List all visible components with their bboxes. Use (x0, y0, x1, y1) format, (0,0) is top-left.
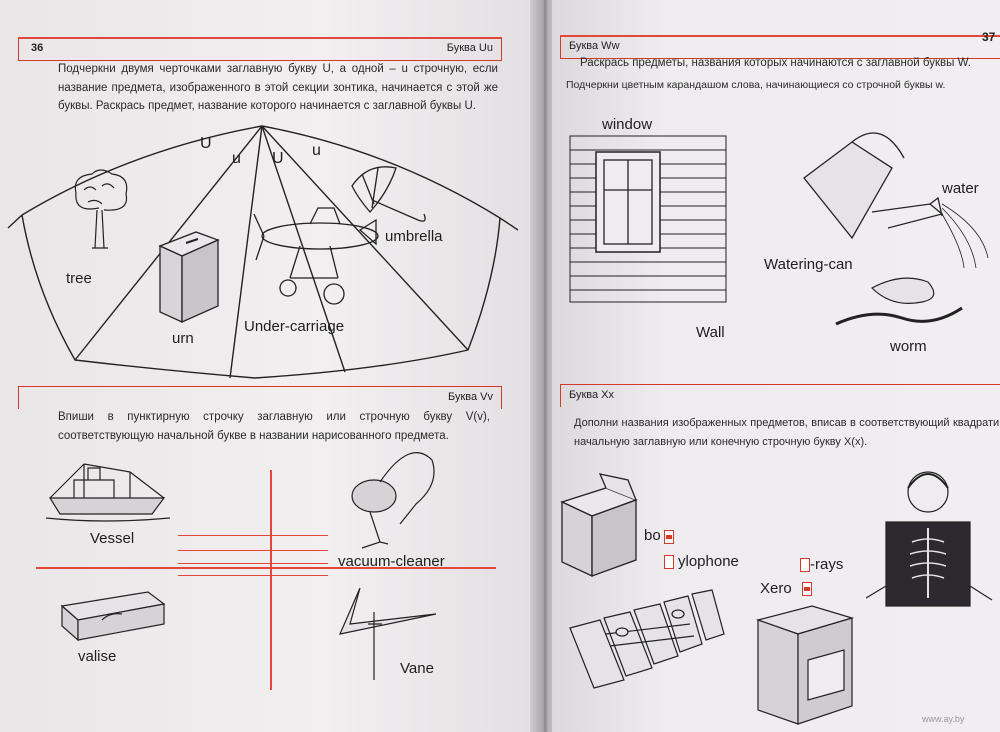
instruction-uu: Подчеркни двумя черточками заглавную бук… (58, 63, 498, 112)
instruction-xx: Дополни названия изображенных предметов,… (574, 417, 1000, 448)
valise-icon (60, 591, 166, 642)
worm-icon (835, 277, 963, 326)
right-page: Буква Ww 37 Раскрась предметы, названия … (552, 0, 1000, 732)
letter-u-1: U (200, 135, 212, 152)
instruction-ww-2: Подчеркни цветным карандашом слова, начи… (566, 79, 946, 91)
dotted-line-3 (178, 563, 328, 565)
label-wateringcan: Watering-can (764, 256, 853, 273)
letter-u-2: u (232, 150, 241, 167)
label-urn: urn (172, 330, 194, 347)
label-vacuum: vacuum-cleaner (338, 553, 445, 570)
letter-u-4: u (312, 142, 321, 159)
long-red-line (36, 567, 496, 569)
xylophone-icon (569, 589, 725, 689)
label-window: window (602, 116, 653, 133)
vane-icon (338, 587, 437, 680)
label-wall: Wall (696, 324, 725, 341)
xray-girl-icon (865, 471, 993, 607)
input-box-xrays[interactable] (800, 558, 810, 572)
tree-icon (74, 169, 128, 249)
section-title-vv: Буква Vv (447, 391, 493, 403)
header-uu: 36 Буква Uu (18, 38, 502, 61)
umbrella-diagram (7, 125, 519, 379)
letter-u-3: U (272, 150, 284, 167)
page-number-left: 36 (31, 42, 44, 54)
input-box-xerox[interactable] (802, 582, 812, 596)
label-vane: Vane (400, 660, 434, 677)
top-rule-left (18, 37, 502, 39)
vacuum-icon (351, 452, 435, 549)
top-rule-right (560, 35, 1000, 37)
header-vv: Буква Vv (18, 386, 502, 409)
label-water: water (942, 180, 979, 197)
copier-icon (755, 605, 855, 725)
watering-can-icon (803, 132, 989, 269)
label-vessel: Vessel (90, 530, 135, 547)
dotted-line-2 (178, 550, 328, 552)
label-xylophone: ylophone (678, 553, 739, 570)
label-bo: bo (644, 527, 661, 544)
vertical-red-line (270, 470, 272, 690)
label-xero: Xero (760, 580, 792, 597)
section-title-uu: Буква Uu (446, 42, 493, 54)
label-valise: valise (78, 648, 117, 665)
dotted-line-4 (178, 575, 328, 577)
instruction-vv: Впиши в пунктирную строчку заглавную или… (58, 411, 490, 442)
label-rays: -rays (810, 556, 844, 573)
label-worm: worm (890, 338, 927, 355)
input-box-xylophone[interactable] (664, 555, 674, 569)
airplane-icon (253, 207, 379, 305)
instruction-ww-1: Раскрась предметы, названия которых начи… (580, 57, 971, 69)
urn-icon (158, 231, 220, 324)
header-xx: Буква Xx (560, 384, 1000, 407)
label-umbrella: umbrella (385, 228, 443, 245)
left-page: 36 Буква Uu Подчеркни двумя черточками з… (0, 0, 542, 732)
section-title-xx: Буква Xx (569, 389, 615, 401)
box-icon (560, 473, 638, 578)
wall-window-icon (569, 135, 727, 303)
dotted-line-1 (178, 535, 328, 537)
label-undercarriage: Under-carriage (244, 318, 345, 335)
header-ww: Буква Ww (560, 36, 1000, 59)
vessel-icon (45, 463, 171, 522)
umbrella-icon (351, 166, 426, 222)
section-title-ww: Буква Ww (569, 40, 620, 52)
label-tree: tree (66, 270, 92, 287)
input-box-bo[interactable] (664, 530, 674, 544)
watermark: www.ay.by (922, 714, 965, 724)
page-number-right: 37 (982, 30, 996, 44)
